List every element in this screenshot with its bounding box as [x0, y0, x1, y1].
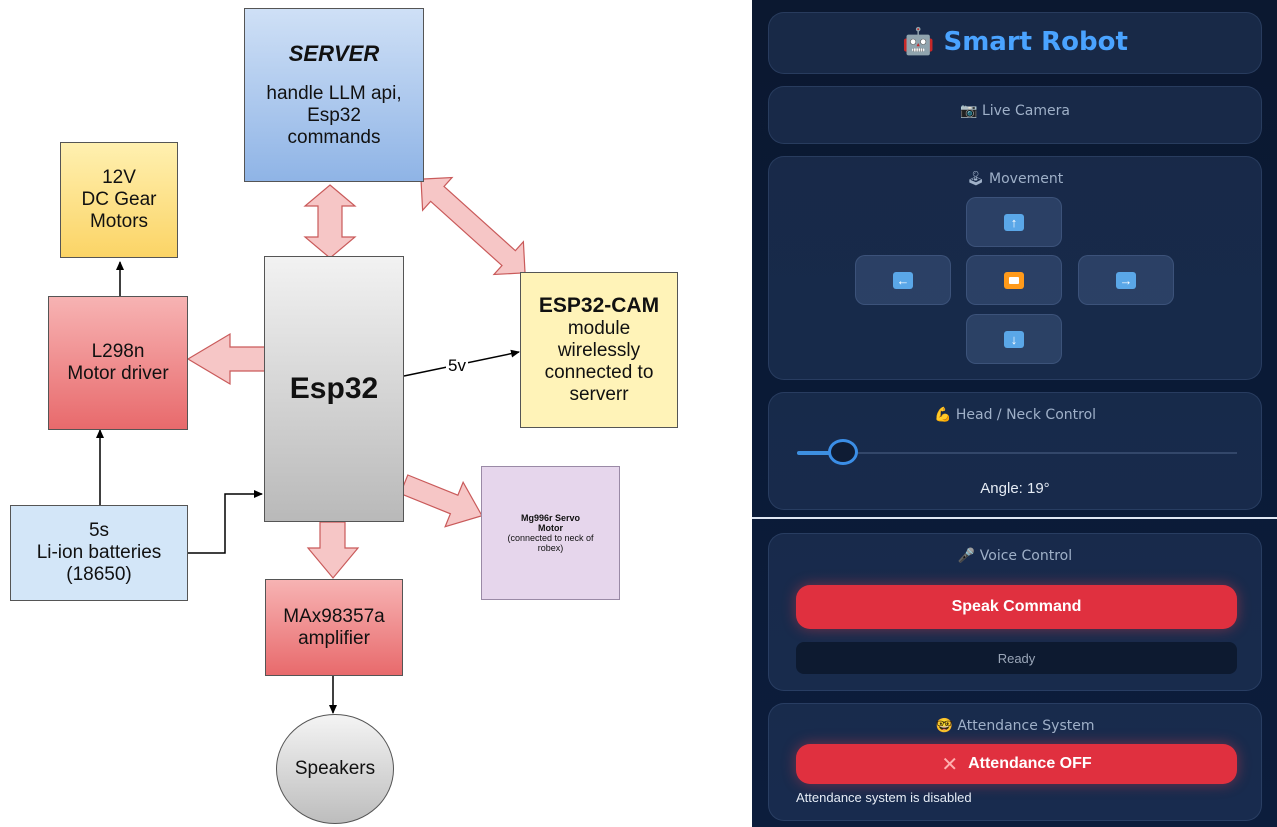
header-card: 🤖 Smart Robot	[768, 12, 1262, 74]
joystick-icon: 🕹	[966, 171, 985, 187]
server-box: SERVER handle LLM api, Esp32 commands	[244, 8, 424, 182]
speak-command-button[interactable]: Speak Command	[796, 585, 1237, 629]
camera-icon: 📷	[960, 103, 978, 119]
driver-line: L298n	[91, 341, 145, 362]
neck-label: Head / Neck Control	[955, 407, 1097, 423]
battery-line: 5s	[88, 520, 110, 541]
attendance-label: Attendance System	[957, 718, 1095, 734]
attendance-button-label: Attendance OFF	[968, 755, 1092, 772]
motors-box: 12V DC Gear Motors	[60, 142, 178, 258]
server-cam-arrow	[420, 176, 526, 276]
driver-line: Motor driver	[67, 363, 169, 384]
servo-title-line: Motor	[538, 523, 563, 533]
amp-line: amplifier	[298, 627, 370, 649]
battery-box: 5s Li-ion batteries (18650)	[10, 505, 188, 601]
move-left-button[interactable]: ←	[855, 255, 951, 305]
robot-icon: 🤖	[902, 27, 935, 57]
5v-edge-label: 5v	[446, 356, 468, 376]
cam-desc-line: serverr	[569, 384, 629, 405]
robot-control-app: 🤖 Smart Robot 📷 Live Camera 🕹 Movement ↑…	[752, 0, 1277, 827]
motors-line: DC Gear	[81, 189, 157, 210]
live-camera-card: 📷 Live Camera	[768, 86, 1262, 144]
section-divider	[752, 517, 1277, 519]
move-right-button[interactable]: →	[1078, 255, 1174, 305]
down-arrow-icon: ↓	[1004, 330, 1024, 348]
esp32-driver-arrow	[186, 332, 266, 386]
server-desc-line: Esp32	[307, 105, 361, 126]
motors-line: 12V	[102, 167, 136, 188]
servo-desc-line: (connected to neck of	[507, 533, 594, 543]
battery-line: (18650)	[66, 564, 132, 585]
esp32-cam-box: ESP32-CAM module wirelessly connected to…	[520, 272, 678, 428]
neck-slider-track[interactable]	[797, 452, 1237, 454]
microphone-icon: 🎤	[957, 548, 976, 564]
amp-line: MAx98357a	[283, 605, 385, 627]
motor-driver-box: L298n Motor driver	[48, 296, 188, 430]
esp32-label: Esp32	[289, 372, 379, 405]
server-esp32-arrow	[303, 184, 357, 259]
left-arrow-icon: ←	[893, 271, 913, 289]
move-down-button[interactable]: ↓	[966, 314, 1062, 364]
face-icon: 🤓	[935, 718, 953, 734]
neck-slider-thumb[interactable]	[828, 439, 859, 465]
movement-label: Movement	[989, 171, 1064, 187]
motors-line: Motors	[89, 211, 149, 232]
app-title: Smart Robot	[943, 27, 1128, 57]
attendance-status: Attendance system is disabled	[796, 790, 972, 805]
battery-line: Li-ion batteries	[36, 542, 162, 563]
battery-esp32-line	[188, 490, 263, 554]
voice-status: Ready	[796, 642, 1237, 674]
esp32-servo-arrow	[399, 474, 483, 528]
esp32-amp-arrow	[306, 521, 360, 579]
angle-readout: Angle: 19°	[980, 480, 1050, 497]
cam-desc-line: wirelessly	[557, 340, 641, 361]
move-up-button[interactable]: ↑	[966, 197, 1062, 247]
speakers-label: Speakers	[294, 758, 376, 779]
servo-desc-line: robex)	[537, 543, 564, 553]
right-arrow-icon: →	[1116, 271, 1136, 289]
server-desc-line: handle LLM api,	[266, 83, 402, 104]
amplifier-box: MAx98357a amplifier	[265, 579, 403, 676]
camera-label: Live Camera	[981, 103, 1070, 119]
servo-box: Mg996r Servo Motor (connected to neck of…	[481, 466, 620, 600]
cross-icon: ✕	[941, 753, 959, 776]
stop-icon	[1004, 271, 1024, 289]
cam-desc-line: module	[567, 318, 631, 339]
up-arrow-icon: ↑	[1004, 213, 1024, 231]
server-title: SERVER	[288, 41, 380, 66]
stop-button[interactable]	[966, 255, 1062, 305]
attendance-toggle-button[interactable]: ✕ Attendance OFF	[796, 744, 1237, 784]
speakers-circle: Speakers	[276, 714, 394, 824]
esp32-box: Esp32	[264, 256, 404, 522]
neck-slider-fill	[797, 451, 844, 455]
servo-title-line: Mg996r Servo	[520, 513, 581, 523]
cam-title: ESP32-CAM	[538, 294, 660, 317]
server-desc-line: commands	[287, 127, 381, 148]
flexed-arm-icon: 💪	[933, 407, 952, 423]
cam-desc-line: connected to	[544, 362, 654, 383]
voice-label: Voice Control	[979, 548, 1073, 564]
